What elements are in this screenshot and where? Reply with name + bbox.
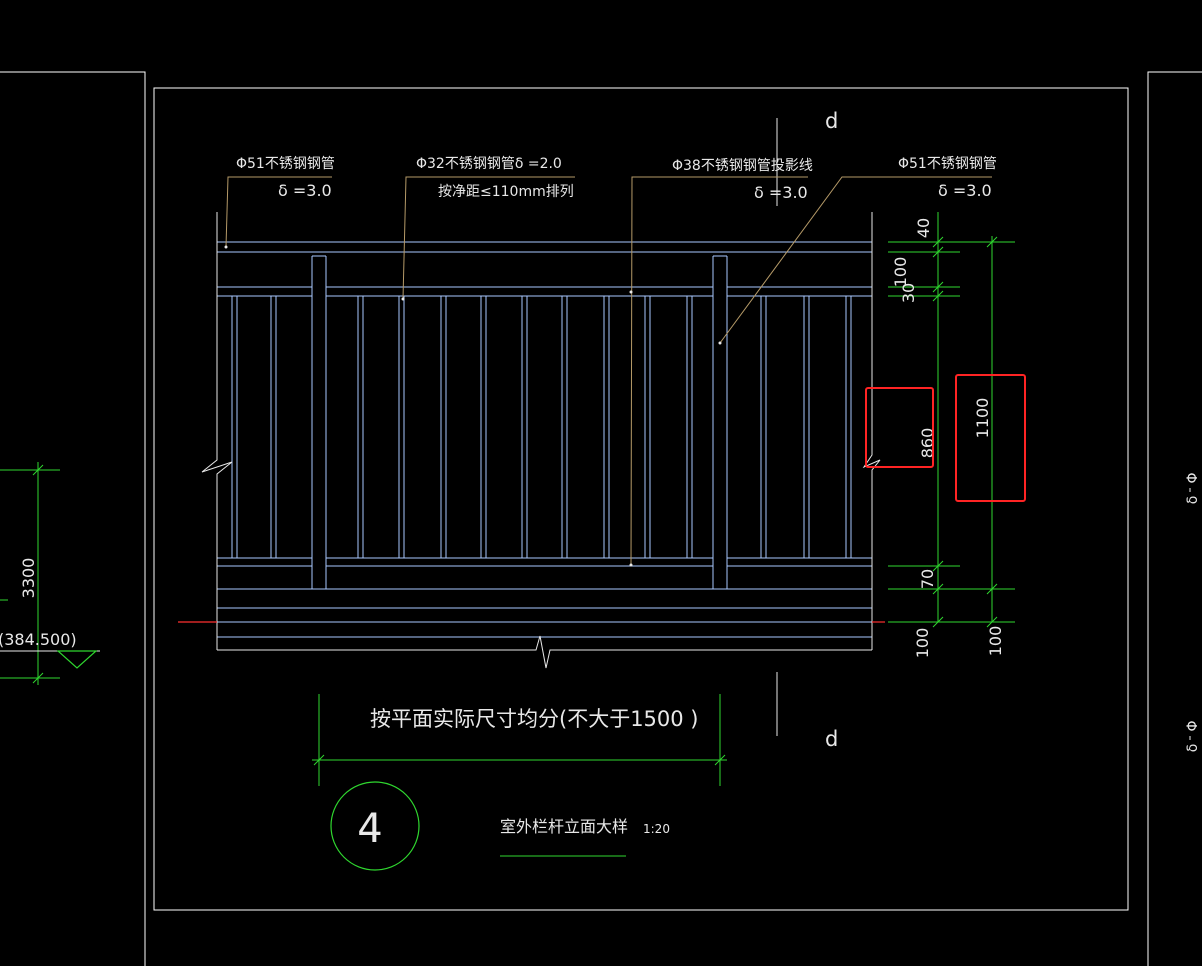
right-sheet-frame [1147, 71, 1202, 966]
callout-4-line2: δ =3.0 [938, 181, 992, 200]
dim-1100: 1100 [973, 398, 992, 439]
right-fragment: Φ δ Φ δ [1185, 472, 1201, 752]
balusters [231, 296, 852, 558]
highlight-box-860[interactable] [865, 387, 934, 468]
section-mark-bottom: d [825, 727, 838, 751]
callout-3-line2: δ =3.0 [754, 183, 808, 202]
elevation-triangle-icon [56, 650, 98, 669]
dim-100-bottom-outer: 100 [986, 626, 1005, 657]
left-dim-value: 3300 [19, 558, 38, 599]
left-sheet-frame [0, 71, 146, 966]
detail-number: 4 [357, 806, 382, 852]
callout-2-line1: Φ32不锈钢钢管δ =2.0 [416, 156, 562, 172]
left-fragment: 3300 (384.500) [0, 462, 100, 685]
callout-4-line1: Φ51不锈钢钢管 [898, 156, 997, 172]
dimension-labels: 40 100 30 860 70 100 1100 100 [891, 218, 1005, 658]
callout-leader-dots [224, 245, 722, 567]
dim-70: 70 [918, 569, 937, 589]
break-lines [201, 212, 881, 669]
dim-40: 40 [914, 218, 933, 238]
main-sheet-frame [153, 87, 1129, 911]
base-beam [217, 588, 872, 638]
highlight-boxes [865, 374, 1026, 502]
dim-860: 860 [918, 428, 937, 459]
callout-1-line1: Φ51不锈钢钢管 [236, 156, 335, 172]
svg-text:δ: δ [1185, 744, 1201, 753]
detail-title: 室外栏杆立面大样 [500, 817, 628, 836]
horizontal-dim-label: 按平面实际尺寸均分(不大于1500 ) [370, 707, 699, 731]
dim-100-bottom-inner: 100 [913, 628, 932, 659]
callout-1-line2: δ =3.0 [278, 181, 332, 200]
left-elevation-label: (384.500) [0, 630, 77, 649]
section-marks: d d [776, 109, 838, 751]
dim-100-top: 100 [891, 257, 910, 288]
sheet-frames [0, 71, 1202, 966]
lower-horizontal-tube [217, 557, 872, 567]
svg-text:Φ: Φ [1185, 472, 1201, 483]
callouts: Φ51不锈钢钢管 δ =3.0 Φ32不锈钢钢管δ =2.0 按净距≤110mm… [236, 156, 997, 202]
horizontal-dimension [312, 694, 727, 786]
dim-30: 30 [899, 283, 918, 303]
svg-text:δ: δ [1185, 496, 1201, 505]
vertical-dimensions [888, 212, 1015, 628]
callout-3-line1: Φ38不锈钢钢管投影线 [672, 158, 813, 174]
svg-text:Φ: Φ [1185, 720, 1201, 731]
callout-leaders [225, 176, 992, 566]
detail-number-circle [330, 781, 420, 871]
main-posts [311, 255, 728, 589]
section-mark-top: d [825, 109, 838, 133]
detail-marker: 4 [330, 781, 420, 871]
detail-scale: 1:20 [643, 822, 670, 836]
upper-horizontal-tube [217, 286, 872, 297]
railing-elevation [217, 241, 872, 638]
highlight-box-1100[interactable] [955, 374, 1026, 502]
callout-2-line2: 按净距≤110mm排列 [438, 184, 574, 200]
